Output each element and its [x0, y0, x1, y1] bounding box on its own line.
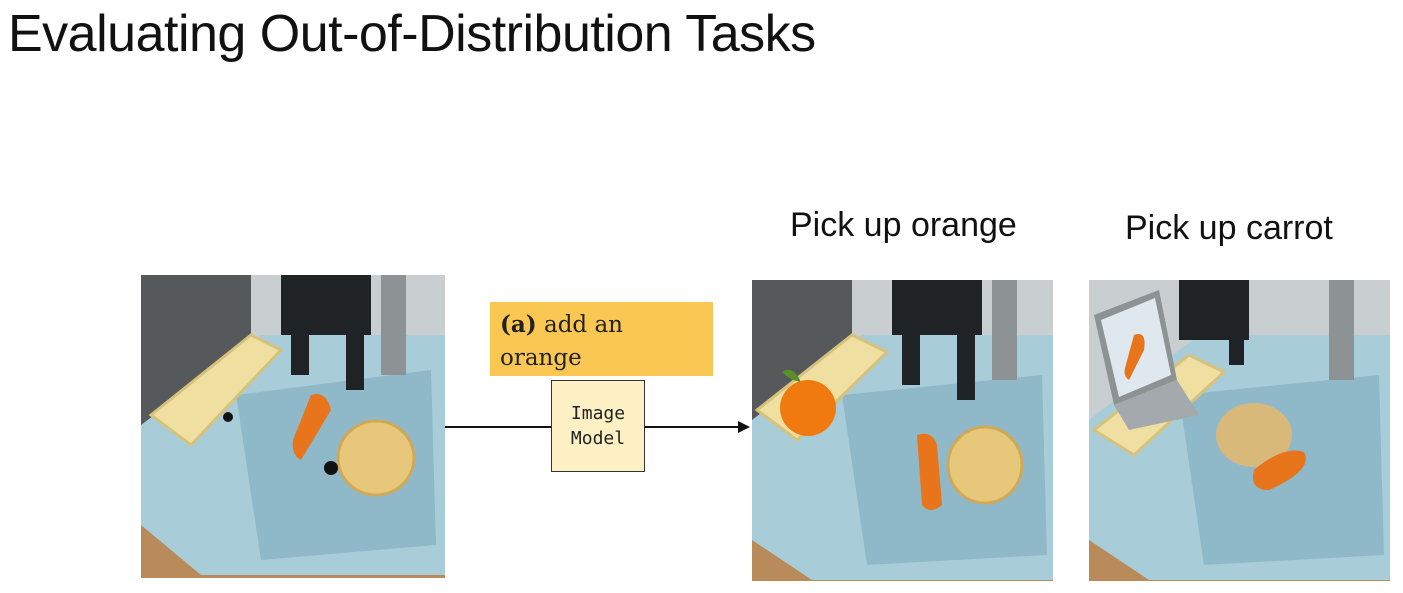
caption-pick-up-carrot: Pick up carrot [1125, 209, 1333, 247]
model-label-line2: Model [570, 428, 626, 449]
output-scene-orange-image [752, 280, 1053, 581]
plate-shape [336, 419, 416, 497]
prompt-text: add an orange [500, 312, 623, 371]
output-scene-carrot-image [1089, 280, 1390, 581]
input-scene-image [141, 275, 445, 578]
caption-pick-up-orange: Pick up orange [790, 206, 1017, 244]
slide-title: Evaluating Out-of-Distribution Tasks [8, 5, 816, 63]
edit-prompt-box: (a) add an orange [490, 302, 713, 376]
prompt-tag: (a) [500, 311, 537, 338]
orange-shape [780, 380, 836, 436]
carrot-shape [292, 394, 331, 460]
model-label-line1: Image [570, 403, 626, 424]
laptop-shape [1094, 290, 1199, 430]
